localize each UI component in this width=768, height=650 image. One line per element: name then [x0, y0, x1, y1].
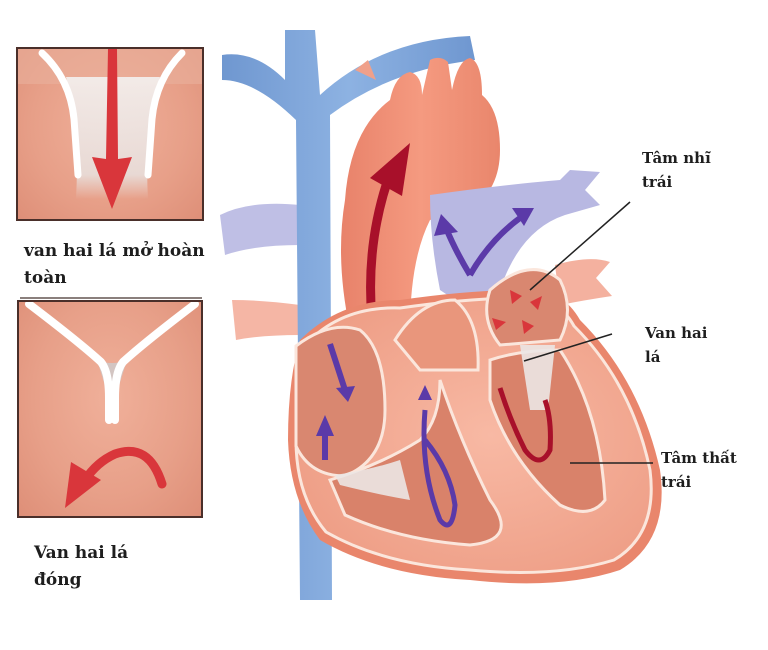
- left-atrium-leader-line: [529, 201, 631, 291]
- mitral-valve-open-panel: [16, 47, 204, 221]
- label-mitral-valve: Van hai lá: [645, 321, 707, 369]
- valve-closed-illustration: [25, 302, 199, 508]
- pulmonary-vein-left: [555, 259, 612, 305]
- closed-valve-caption: Van hai lá đóng: [34, 540, 128, 594]
- label-left-ventricle: Tâm thất trái: [661, 446, 737, 494]
- label-left-atrium-line2: trái: [642, 173, 673, 191]
- curved-back-arrow-icon: [65, 446, 167, 508]
- open-valve-caption: van hai lá mở hoàn toàn: [24, 238, 205, 292]
- closed-valve-caption-line1: Van hai lá: [34, 543, 129, 563]
- label-left-atrium-line1: Tâm nhĩ: [642, 149, 711, 167]
- label-left-atrium: Tâm nhĩ trái: [642, 146, 711, 194]
- heart-body: [288, 268, 662, 584]
- label-left-ventricle-line1: Tâm thất: [661, 449, 737, 467]
- pulmonary-vein-right: [232, 300, 300, 340]
- label-mitral-valve-line1: Van hai: [645, 324, 708, 342]
- label-mitral-valve-line2: lá: [645, 348, 661, 366]
- open-valve-caption-line1: van hai lá mở hoàn: [24, 241, 205, 261]
- pulmonary-artery-left: [220, 203, 300, 255]
- open-valve-caption-line2: toàn: [24, 268, 67, 288]
- aorta: [341, 57, 500, 331]
- valve-open-illustration: [18, 49, 202, 209]
- closed-valve-caption-line2: đóng: [34, 570, 82, 590]
- down-arrow-icon: [92, 49, 132, 209]
- mitral-valve-closed-panel: [17, 300, 203, 518]
- caption-divider: [20, 297, 202, 299]
- mitral-valve-leader-line: [523, 333, 613, 362]
- label-left-ventricle-line2: trái: [661, 473, 692, 491]
- pulmonary-trunk: [430, 170, 600, 310]
